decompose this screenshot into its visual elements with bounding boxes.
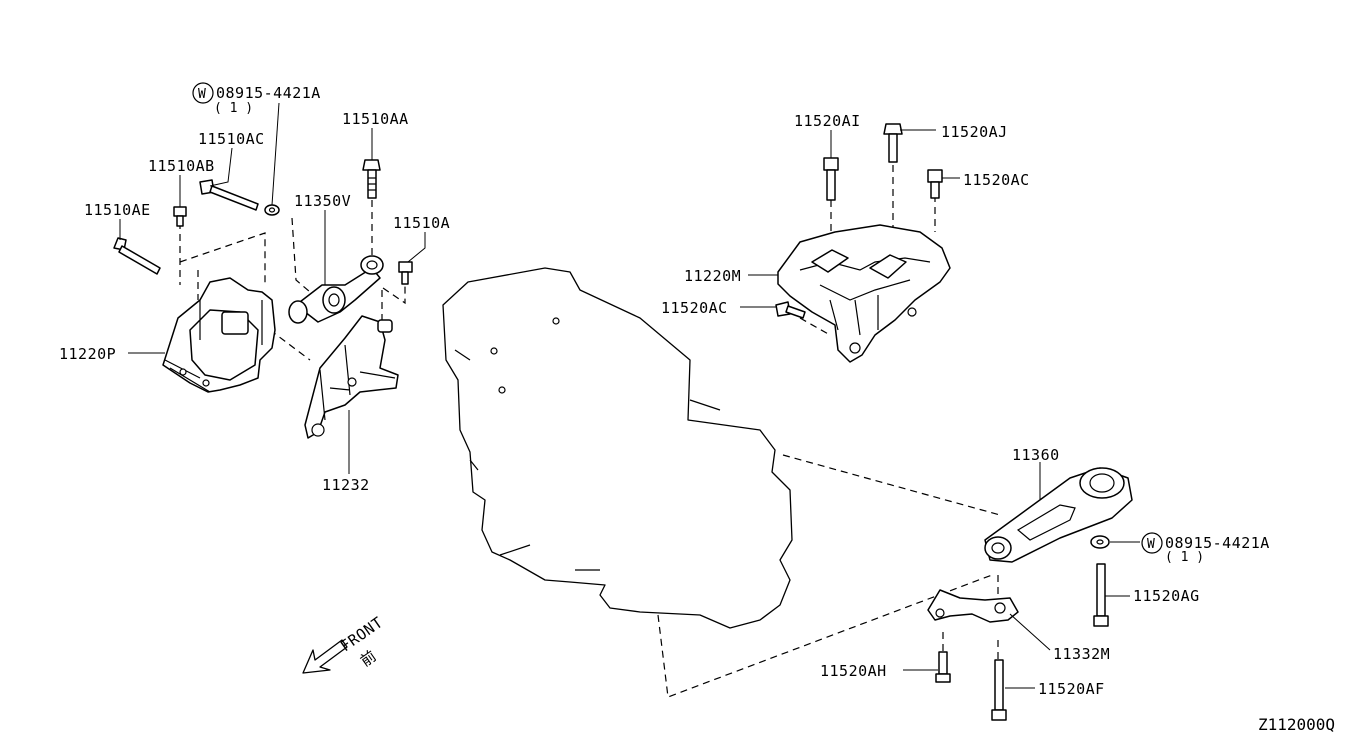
washer-symbol-right: W bbox=[1147, 537, 1155, 552]
washer-symbol-icon bbox=[192, 82, 214, 104]
bracket-11232 bbox=[304, 315, 399, 439]
label-11350V: 11350V bbox=[294, 192, 351, 210]
engine-mount-11220M bbox=[777, 224, 951, 363]
bottom-right-dashed-lines bbox=[657, 454, 1001, 698]
torque-rod-11360 bbox=[984, 467, 1133, 563]
front-direction-indicator: FRONT 前 bbox=[302, 613, 386, 674]
label-11220P: 11220P bbox=[59, 345, 116, 363]
bolt-11520AI bbox=[823, 157, 839, 201]
left-labels: W 08915-4421A ( 1 ) 11510AA 11510AC 1151… bbox=[59, 82, 450, 494]
bolt-11510AE bbox=[113, 237, 161, 275]
bolt-11520AC-top bbox=[927, 169, 943, 199]
left-leader-lines bbox=[119, 102, 426, 474]
top-right-labels: 11520AI 11520AJ 11520AC 11220M 11520AC bbox=[661, 112, 1030, 317]
washer-symbol-left: W bbox=[198, 87, 206, 102]
bolt-11510AA bbox=[362, 159, 381, 199]
label-08915-4421A-right: 08915-4421A bbox=[1165, 534, 1270, 552]
label-11220M: 11220M bbox=[684, 267, 741, 285]
bolt-11520AG bbox=[1093, 563, 1109, 627]
engine-mount-11220P bbox=[162, 277, 276, 393]
washer-right bbox=[1090, 535, 1110, 549]
diagram-reference-code: Z112000Q bbox=[1258, 715, 1335, 734]
engine-block bbox=[442, 267, 793, 629]
label-11520AH: 11520AH bbox=[820, 662, 887, 680]
washer-left bbox=[264, 204, 280, 216]
label-11510AA: 11510AA bbox=[342, 110, 409, 128]
front-kanji: 前 bbox=[357, 647, 380, 670]
label-08915-4421A-left: 08915-4421A bbox=[216, 84, 321, 102]
label-11520AF: 11520AF bbox=[1038, 680, 1105, 698]
bottom-right-leader-lines bbox=[903, 462, 1140, 689]
label-11520AJ: 11520AJ bbox=[941, 123, 1008, 141]
bolt-11510AB bbox=[173, 206, 187, 227]
label-11360: 11360 bbox=[1012, 446, 1060, 464]
front-direction-arrow-icon bbox=[302, 639, 348, 674]
label-11510AC: 11510AC bbox=[198, 130, 265, 148]
bolt-11520AF bbox=[991, 659, 1007, 721]
label-11232: 11232 bbox=[322, 476, 370, 494]
bolt-11510AC bbox=[199, 179, 259, 211]
label-11510AE: 11510AE bbox=[84, 201, 151, 219]
label-qty-left: ( 1 ) bbox=[214, 101, 253, 116]
left-assembly-dashed-lines bbox=[179, 200, 406, 361]
torque-rod-11350V bbox=[288, 255, 384, 324]
top-right-dashed-lines bbox=[799, 165, 936, 336]
label-11510A: 11510A bbox=[393, 214, 450, 232]
label-qty-right: ( 1 ) bbox=[1165, 550, 1204, 565]
label-11520AC-top: 11520AC bbox=[963, 171, 1030, 189]
label-11520AC-left: 11520AC bbox=[661, 299, 728, 317]
bolt-11520AC-left bbox=[775, 301, 806, 319]
top-right-leader-lines bbox=[740, 129, 960, 308]
bracket-11332M bbox=[927, 589, 1019, 623]
label-11510AB: 11510AB bbox=[148, 157, 215, 175]
label-11520AI: 11520AI bbox=[794, 112, 861, 130]
washer-symbol-icon bbox=[1141, 532, 1163, 554]
bolt-11520AJ bbox=[883, 123, 903, 163]
front-label: FRONT bbox=[337, 613, 386, 655]
bolt-11520AH bbox=[935, 651, 951, 683]
label-11332M: 11332M bbox=[1053, 645, 1110, 663]
label-11520AG: 11520AG bbox=[1133, 587, 1200, 605]
bottom-right-labels: 11360 W 08915-4421A ( 1 ) 11520AG 11332M… bbox=[820, 446, 1270, 698]
bolt-11510A bbox=[398, 261, 413, 285]
